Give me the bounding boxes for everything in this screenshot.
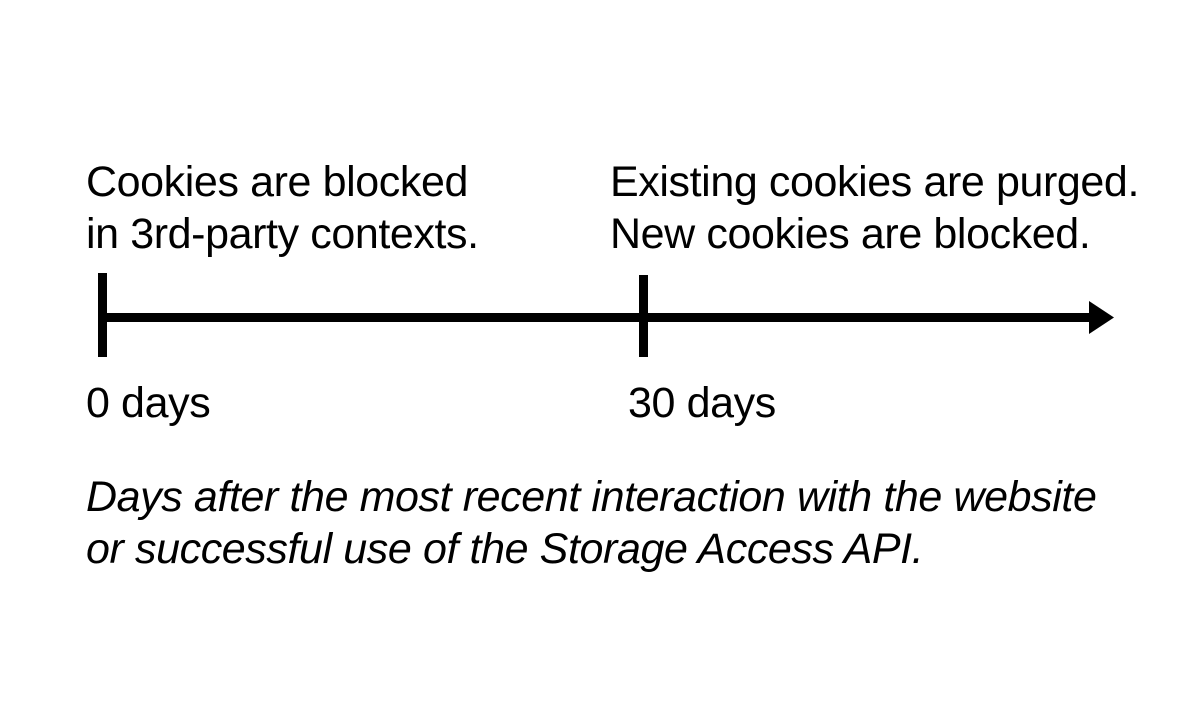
axis-caption: Days after the most recent interaction w… [86,471,1146,575]
milestone-annotation-day-30: Existing cookies are purged. New cookies… [610,156,1139,260]
timeline-axis-line [98,313,1091,322]
milestone-annotation-day-0-line1: Cookies are blocked [86,158,469,206]
tick-value-label-day-0: 0 days [86,379,211,427]
milestone-annotation-day-30-line1: Existing cookies are purged. [610,158,1139,206]
milestone-annotation-day-0-line2: in 3rd-party contexts. [86,210,479,258]
timeline-arrowhead-icon [1089,301,1114,334]
milestone-annotation-day-30-line2: New cookies are blocked. [610,210,1091,258]
timeline-tick-day-30 [639,275,648,357]
axis-caption-line2: or successful use of the Storage Access … [86,525,924,573]
axis-caption-line1: Days after the most recent interaction w… [86,473,1097,521]
timeline-tick-day-0 [98,273,107,357]
milestone-annotation-day-0: Cookies are blocked in 3rd-party context… [86,156,479,260]
tick-value-label-day-30: 30 days [628,379,776,427]
